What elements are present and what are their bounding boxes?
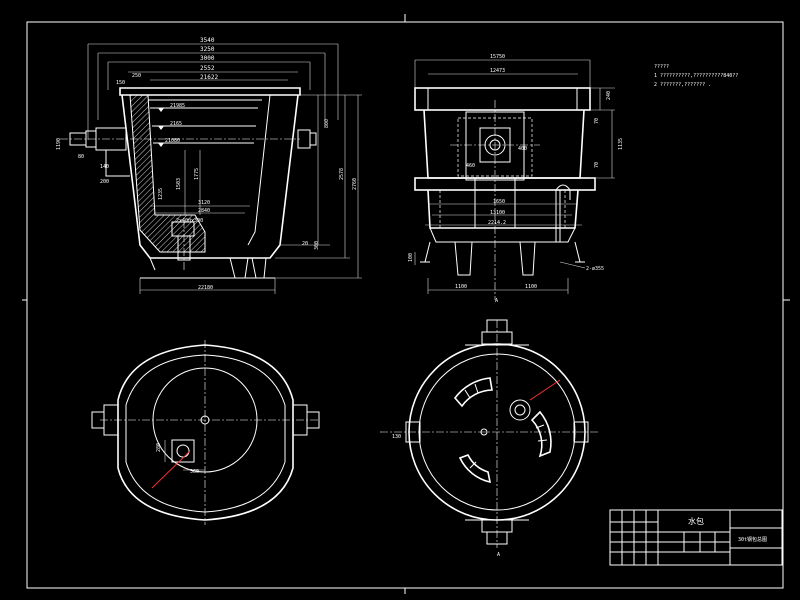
dim-70: 70 bbox=[594, 118, 600, 124]
dim-1775: 1775 bbox=[194, 168, 200, 180]
dim-2578: 2578 bbox=[339, 168, 345, 180]
dim-13100: 13100 bbox=[490, 210, 505, 216]
plan-view-left: 280 560 bbox=[91, 340, 320, 525]
dim-2x400x300: 2x400x300 bbox=[176, 218, 203, 224]
side-elevation-view: 15750 12473 460 400 bbox=[408, 54, 624, 304]
dim-1190: 1190 bbox=[56, 138, 62, 150]
section-marker-a-bottom: A bbox=[497, 552, 500, 558]
plan-view-right: 130 A bbox=[380, 319, 600, 558]
dim-280: 280 bbox=[156, 443, 162, 452]
dim-3120: 3120 bbox=[198, 200, 210, 206]
dim-21622: 21622 bbox=[200, 74, 218, 81]
level-21080: 21080 bbox=[165, 138, 180, 144]
notes-line-2: 2 ???????,??????? . bbox=[654, 82, 711, 88]
title-block: 水包 30t钢包总图 bbox=[609, 509, 783, 566]
dim-1235: 1235 bbox=[158, 188, 164, 200]
dim-100: 100 bbox=[408, 253, 414, 262]
dim-130: 130 bbox=[392, 434, 401, 440]
technical-notes: ????? 1 ??????????,??????????840?? 2 ???… bbox=[654, 64, 738, 88]
dim-2214: 2214.2 bbox=[488, 220, 506, 226]
level-21985: 21985 bbox=[170, 103, 185, 109]
dim-1100b: 1100 bbox=[525, 284, 537, 290]
notes-line-1: 1 ??????????,??????????840?? bbox=[654, 73, 738, 79]
dim-22180: 22180 bbox=[198, 285, 213, 291]
notes-heading: ????? bbox=[654, 64, 669, 70]
front-section-view: 3540 3250 3000 2552 21622 250 150 21985 … bbox=[56, 37, 362, 294]
dim-2760: 2760 bbox=[352, 178, 358, 190]
dim-15750: 15750 bbox=[490, 54, 505, 60]
dim-1100a: 1100 bbox=[455, 284, 467, 290]
dim-20: 20 bbox=[302, 241, 308, 247]
dim-2552: 2552 bbox=[200, 65, 215, 72]
dim-140: 140 bbox=[100, 164, 109, 170]
title-block-drawing-name: 30t钢包总图 bbox=[738, 536, 767, 543]
dim-800: 800 bbox=[324, 119, 330, 128]
dim-3250: 3250 bbox=[200, 46, 215, 53]
dim-80: 80 bbox=[78, 154, 84, 160]
dim-2840: 2840 bbox=[198, 208, 210, 214]
dim-150: 150 bbox=[116, 80, 125, 86]
dim-400: 400 bbox=[518, 146, 527, 152]
dim-200: 200 bbox=[100, 179, 109, 185]
sheet-border bbox=[22, 14, 790, 594]
dim-1503: 1503 bbox=[176, 178, 182, 190]
level-2165: 2165 bbox=[170, 121, 182, 127]
dim-300: 300 bbox=[314, 241, 320, 250]
dim-3540: 3540 bbox=[200, 37, 215, 44]
dim-250: 250 bbox=[132, 73, 141, 79]
dim-460: 460 bbox=[466, 163, 475, 169]
dim-70b: 70 bbox=[594, 162, 600, 168]
dim-1650: 1650 bbox=[493, 199, 505, 205]
dim-1135: 1135 bbox=[618, 138, 624, 150]
dim-3000: 3000 bbox=[200, 55, 215, 62]
section-marker-a-top: A bbox=[495, 298, 498, 304]
title-block-title: 水包 bbox=[688, 516, 704, 526]
dim-560: 560 bbox=[190, 469, 199, 475]
dim-240: 240 bbox=[606, 91, 612, 100]
dim-12473: 12473 bbox=[490, 68, 505, 74]
dim-2-phi355: 2-ø355 bbox=[586, 266, 604, 272]
